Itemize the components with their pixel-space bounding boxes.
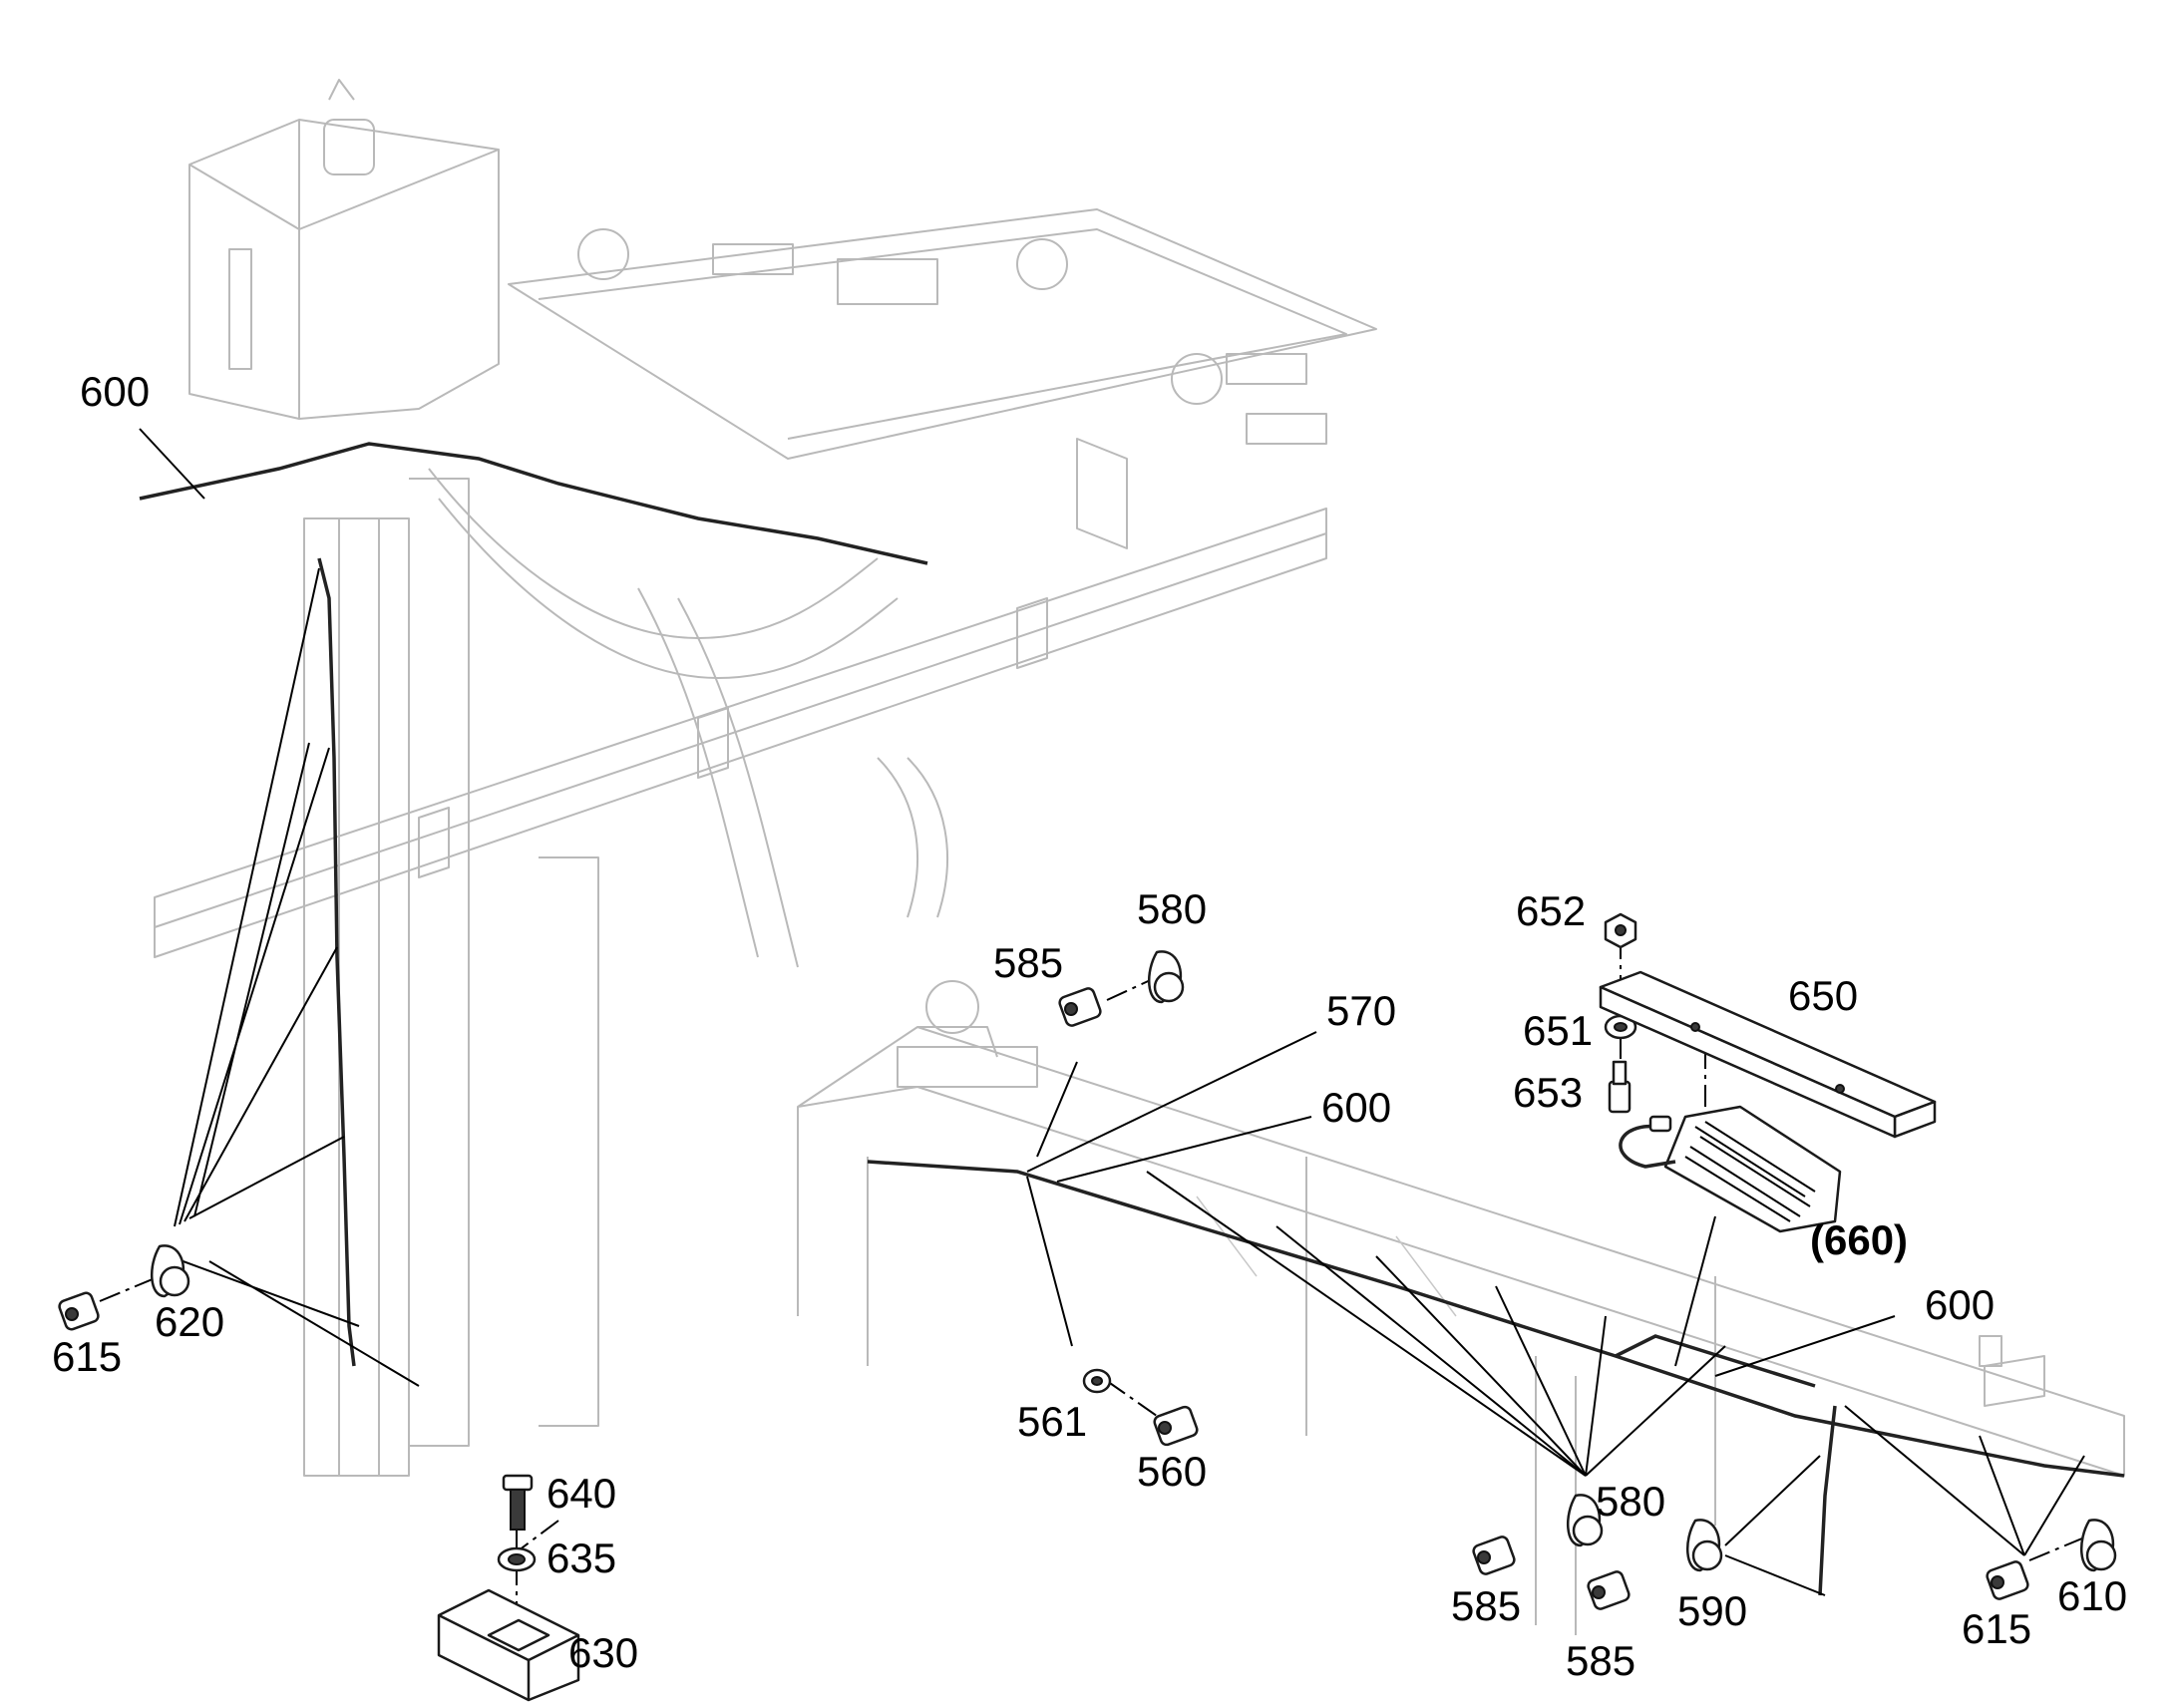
clip-590	[1685, 1519, 1723, 1572]
module-660-fins	[1684, 1121, 1816, 1222]
bolt-560	[1153, 1405, 1199, 1447]
callout-600-mid: 600	[1321, 1084, 1391, 1131]
callout-610: 610	[2057, 1572, 2127, 1619]
callout-640: 640	[546, 1470, 616, 1517]
bracket-650	[1599, 970, 1937, 1139]
bolt-640	[502, 1474, 534, 1531]
callout-590: 590	[1677, 1587, 1747, 1634]
callout-585-bottom-a: 585	[1451, 1582, 1521, 1629]
callout-561: 561	[1017, 1398, 1087, 1445]
callout-580-bottom: 580	[1596, 1478, 1665, 1525]
callout-620: 620	[155, 1298, 224, 1345]
callout-600-right: 600	[1925, 1281, 1995, 1328]
clip-580-top	[1147, 950, 1185, 1004]
callout-600-top-left: 600	[80, 368, 150, 415]
callout-653: 653	[1513, 1069, 1583, 1116]
callout-635: 635	[546, 1535, 616, 1581]
clip-620	[150, 1244, 190, 1298]
module-660	[1619, 1105, 1842, 1233]
bolt-615-right	[1986, 1560, 2029, 1600]
callout-650: 650	[1788, 972, 1858, 1019]
callout-660: (660)	[1810, 1216, 1908, 1263]
callout-580-top: 580	[1137, 885, 1207, 932]
callout-570: 570	[1326, 987, 1396, 1034]
washer-635	[497, 1546, 537, 1572]
clamp-block-630	[437, 1588, 580, 1702]
callout-585-top: 585	[993, 939, 1063, 986]
machine-outline-background	[154, 79, 2125, 1635]
bolt-585-top	[1058, 987, 1102, 1027]
nut-652	[1604, 912, 1637, 949]
hardware-parts	[58, 912, 2117, 1702]
callout-labels: 600 620 615 640 635 630 580 585 570 600 …	[52, 368, 2127, 1684]
clip-610	[2079, 1519, 2117, 1572]
clip-580-bottom	[1566, 1494, 1604, 1547]
callout-651: 651	[1523, 1007, 1593, 1054]
callout-585-bottom-b: 585	[1566, 1637, 1635, 1684]
washer-651	[1604, 1014, 1637, 1040]
washer-561	[1082, 1368, 1112, 1394]
bolt-615-left	[58, 1291, 100, 1331]
callout-560: 560	[1137, 1448, 1207, 1495]
cable-harness	[139, 442, 2125, 1596]
callout-615-right: 615	[1962, 1605, 2031, 1652]
callout-652: 652	[1516, 887, 1586, 934]
callout-615-left: 615	[52, 1333, 122, 1380]
leader-lines	[99, 428, 2090, 1615]
bolt-585-bottom-b	[1587, 1570, 1631, 1610]
bolt-585-bottom-a	[1472, 1536, 1516, 1575]
stud-653	[1608, 1060, 1632, 1114]
callout-630: 630	[568, 1629, 638, 1676]
